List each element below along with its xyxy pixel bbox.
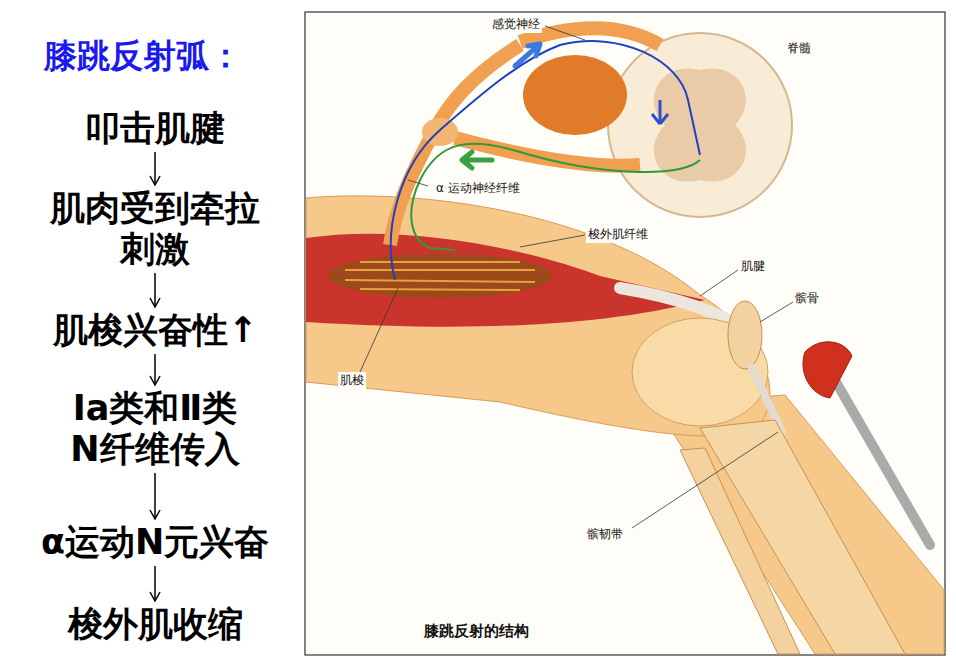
part-label: 肌腱: [739, 258, 767, 275]
flow-arrow: [150, 354, 160, 385]
sensory-fibre: [391, 41, 700, 280]
hammer-handle: [836, 382, 930, 545]
muscle: [306, 234, 705, 327]
flow-step: 肌梭兴奋性↑: [53, 310, 257, 351]
flow-arrow: [150, 566, 160, 601]
part-label: 髌韧带: [585, 526, 625, 543]
leader-lines: [360, 26, 793, 528]
part-label: 感觉神经: [490, 16, 542, 33]
hammer-head: [803, 342, 852, 398]
ganglion: [523, 55, 627, 135]
step-text: α运动N元兴奋: [41, 522, 269, 563]
flow-step: 肌肉受到牵拉 刺激: [15, 188, 295, 270]
diagram-title: 膝跳反射弧：: [44, 34, 242, 79]
flow-step: α运动N元兴奋: [41, 522, 269, 563]
thigh: [306, 196, 770, 436]
flow-step: Ia类和Ⅱ类 N纤维传入: [15, 388, 295, 470]
step-text: 叩击肌腱: [85, 108, 225, 149]
flow-step: 梭外肌收缩: [68, 604, 243, 645]
step-text: 梭外肌收缩: [68, 604, 243, 645]
fibula: [680, 448, 800, 654]
part-label: α 运动神经纤维: [434, 180, 522, 197]
flow-arrow: [150, 152, 160, 185]
green-arrow: [462, 152, 492, 168]
part-label: 脊髓: [785, 40, 813, 57]
flow-arrow: [150, 473, 160, 519]
part-label: 梭外肌纤维: [586, 226, 650, 243]
spinal-cord: [608, 33, 792, 217]
motor-fibre: [411, 144, 700, 250]
step-text: 肌肉受到牵拉 刺激: [15, 188, 295, 270]
step-text: Ia类和Ⅱ类 N纤维传入: [15, 388, 295, 470]
part-label: 肌梭: [338, 372, 366, 389]
spinal-nerve: [390, 45, 520, 245]
flow-step: 叩击肌腱: [85, 108, 225, 149]
muscle-slit: [328, 254, 552, 298]
figure-caption: 膝跳反射的结构: [422, 622, 531, 641]
frame: [305, 12, 945, 655]
grey-matter: [654, 68, 746, 181]
blue-arrow: [652, 100, 668, 124]
patella: [728, 301, 762, 369]
step-text: 肌梭兴奋性↑: [53, 310, 257, 351]
part-label: 髌骨: [793, 290, 821, 307]
muscle-fibres: [345, 262, 535, 290]
blue-arrow: [515, 44, 540, 66]
flow-arrow: [150, 273, 160, 307]
